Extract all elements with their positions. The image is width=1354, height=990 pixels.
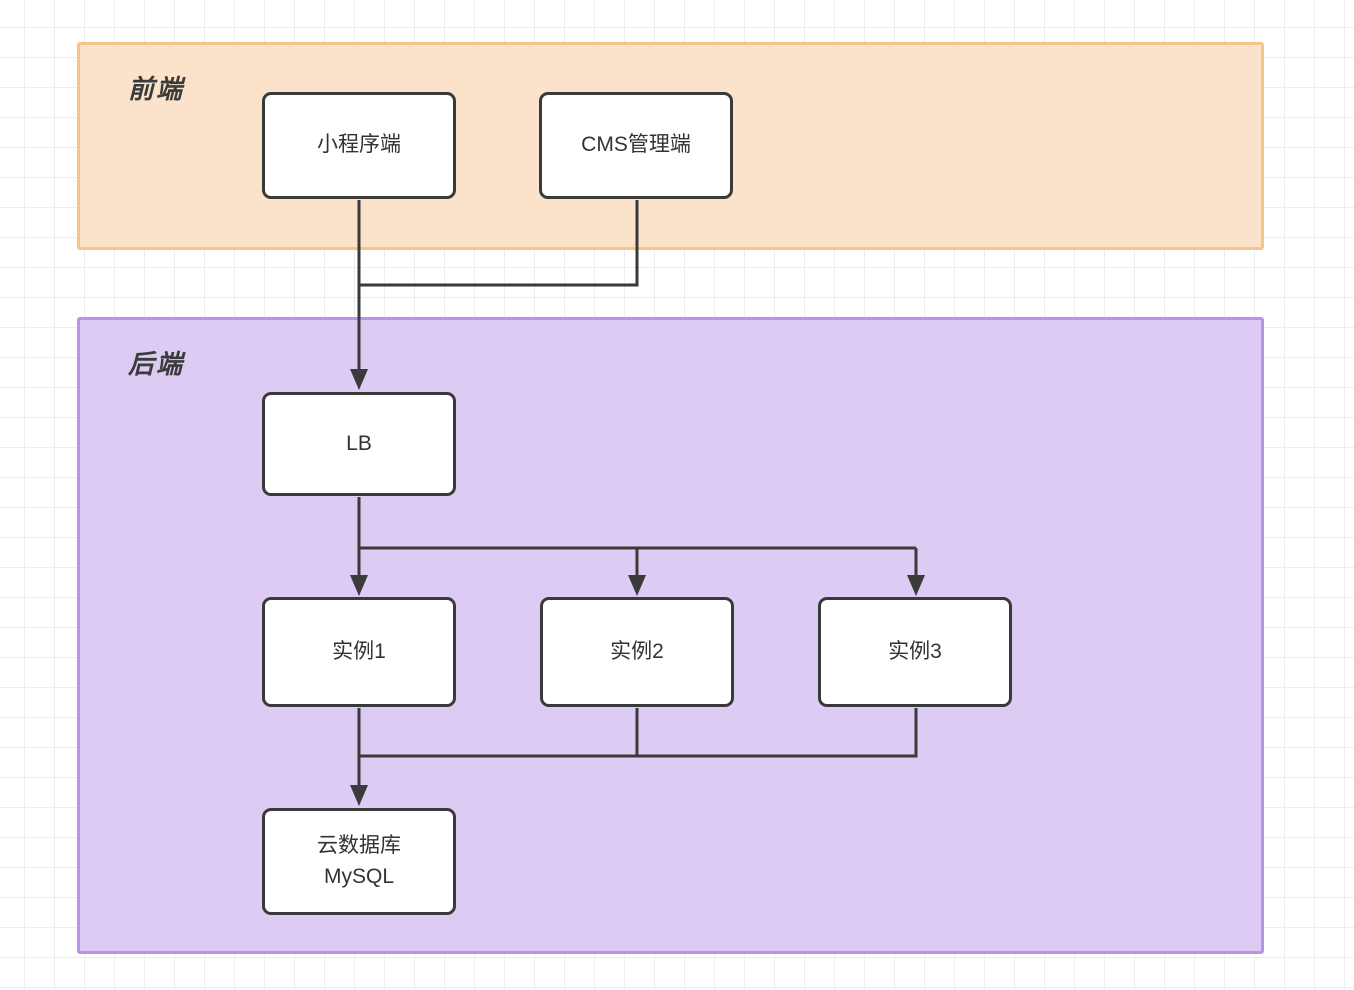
node-instance-3-label: 实例3 (888, 639, 942, 663)
frontend-group-label: 前端 (128, 74, 185, 104)
node-cloud-database-mysql[interactable]: 云数据库 MySQL (262, 808, 456, 915)
node-cms[interactable]: CMS管理端 (539, 92, 733, 199)
node-instance-1[interactable]: 实例1 (262, 597, 456, 707)
node-miniprogram[interactable]: 小程序端 (262, 92, 456, 199)
node-cloud-database-label-line1: 云数据库 (317, 834, 401, 858)
node-load-balancer[interactable]: LB (262, 392, 456, 496)
node-cloud-database-label-line2: MySQL (323, 864, 394, 888)
node-instance-1-label: 实例1 (332, 639, 386, 663)
node-cms-label: CMS管理端 (581, 133, 691, 157)
node-miniprogram-label: 小程序端 (317, 133, 401, 157)
node-instance-2-label: 实例2 (610, 639, 664, 663)
backend-group-label: 后端 (128, 349, 185, 379)
node-instance-2[interactable]: 实例2 (540, 597, 734, 707)
node-load-balancer-label: LB (346, 431, 372, 455)
node-instance-3[interactable]: 实例3 (818, 597, 1012, 707)
